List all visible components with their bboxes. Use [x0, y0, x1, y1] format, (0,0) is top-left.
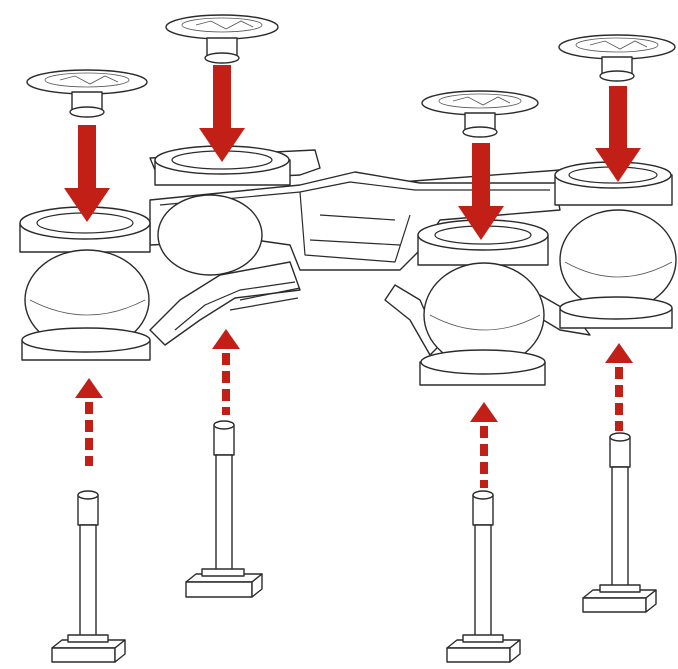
dashed-arrow-icon: [212, 329, 240, 415]
damper-ball-icon: [19, 206, 151, 361]
dashed-arrow-icon: [75, 378, 103, 466]
top-cap-icon: [26, 69, 148, 118]
solid-arrow-icon: [199, 65, 245, 162]
solid-arrow-icon: [64, 125, 110, 222]
solid-arrow-icon: [595, 86, 641, 182]
top-cap-icon: [165, 14, 279, 64]
damper-pin-icon: [446, 490, 521, 663]
solid-arrow-icon: [458, 143, 504, 240]
damper-pin-icon: [51, 490, 126, 663]
top-cap-icon: [558, 34, 676, 82]
dashed-arrow-icon: [470, 402, 498, 488]
damper-ball-icon: [417, 219, 549, 386]
damper-pin-icon: [185, 420, 263, 598]
damper-ball-icon: [554, 161, 677, 329]
damper-pin-icon: [582, 432, 657, 613]
top-cap-icon: [421, 90, 539, 138]
damper-ball-icon: [154, 145, 291, 276]
dashed-arrow-icon: [605, 343, 633, 431]
